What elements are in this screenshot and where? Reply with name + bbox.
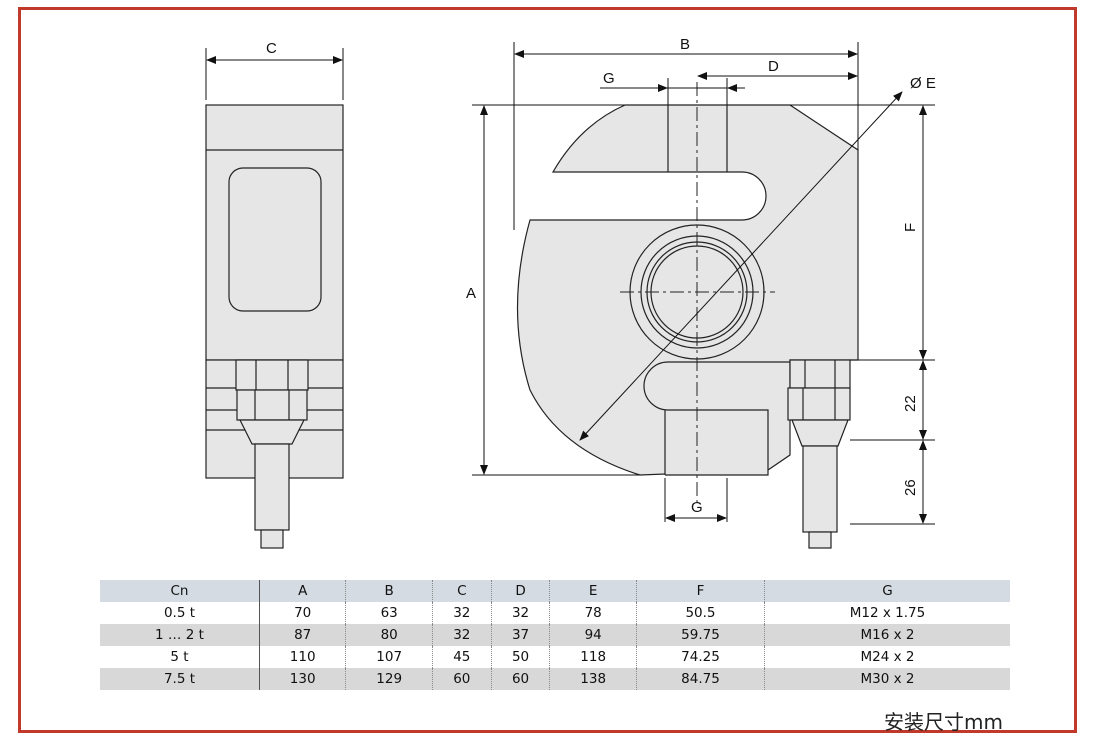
- cell: 129: [345, 668, 433, 690]
- cell: 59.75: [635, 624, 765, 646]
- table-row: 5 t 110 107 45 50 118 74.25 M24 x 2: [100, 646, 1010, 668]
- table-row: 7.5 t 130 129 60 60 138 84.75 M30 x 2: [100, 668, 1010, 690]
- header-f: F: [635, 580, 765, 602]
- front-nut-lower: [787, 387, 851, 421]
- cell: 32: [490, 602, 550, 624]
- front-cable-gland: [791, 419, 849, 447]
- page-frame: [18, 7, 1077, 733]
- table-row: 1 … 2 t 87 80 32 37 94 59.75 M16 x 2: [100, 624, 1010, 646]
- cell: 84.75: [635, 668, 765, 690]
- cell: 110: [258, 646, 346, 668]
- cell: 60: [490, 668, 550, 690]
- header-g: G: [764, 580, 1010, 602]
- cell: M12 x 1.75: [764, 602, 1010, 624]
- cell: 138: [549, 668, 637, 690]
- label-26: 26: [902, 479, 919, 496]
- cell: 7.5 t: [100, 668, 260, 690]
- cell: M24 x 2: [764, 646, 1010, 668]
- side-cable-end: [260, 529, 284, 549]
- table-header-row: Cn A B C D E F G: [100, 580, 1010, 602]
- header-cn: Cn: [100, 580, 260, 602]
- label-c: C: [266, 40, 277, 57]
- label-e: Ø E: [910, 75, 936, 92]
- cell: 118: [549, 646, 637, 668]
- cell: 32: [431, 624, 492, 646]
- cell: M30 x 2: [764, 668, 1010, 690]
- header-c: C: [431, 580, 492, 602]
- table-row: 0.5 t 70 63 32 32 78 50.5 M12 x 1.75: [100, 602, 1010, 624]
- cell: 70: [258, 602, 346, 624]
- cell: 80: [345, 624, 433, 646]
- cell: 130: [258, 668, 346, 690]
- label-b: B: [680, 36, 690, 53]
- front-cable: [802, 445, 838, 533]
- header-d: D: [490, 580, 550, 602]
- cell: 78: [549, 602, 637, 624]
- unit-note: 安装尺寸mm: [884, 710, 1003, 734]
- label-g-top: G: [603, 70, 615, 87]
- cell: 63: [345, 602, 433, 624]
- front-nut-upper: [789, 359, 851, 389]
- header-e: E: [549, 580, 637, 602]
- cell: 1 … 2 t: [100, 624, 260, 646]
- label-22: 22: [902, 395, 919, 412]
- label-d: D: [768, 58, 779, 75]
- cell: 45: [431, 646, 492, 668]
- header-b: B: [345, 580, 433, 602]
- dimension-lines: [472, 42, 935, 525]
- dimensions-table: Cn A B C D E F G 0.5 t 70 63 32 32 78 50…: [100, 580, 1010, 690]
- label-f: F: [902, 223, 919, 232]
- cell: 32: [431, 602, 492, 624]
- front-cable-end: [808, 531, 832, 549]
- cell: 60: [431, 668, 492, 690]
- cell: 50: [490, 646, 550, 668]
- side-nut-lower: [236, 389, 308, 421]
- cell: 5 t: [100, 646, 260, 668]
- cell: 50.5: [635, 602, 765, 624]
- side-cable: [254, 443, 290, 531]
- header-a: A: [258, 580, 346, 602]
- dim-c: [205, 48, 344, 100]
- side-window: [228, 167, 322, 312]
- side-view: [205, 104, 344, 549]
- cell: 0.5 t: [100, 602, 260, 624]
- label-a: A: [466, 285, 476, 302]
- side-nut-upper: [235, 359, 309, 391]
- front-view: [516, 104, 859, 549]
- cell: 107: [345, 646, 433, 668]
- side-cable-gland: [239, 419, 305, 445]
- cell: 94: [549, 624, 637, 646]
- cell: M16 x 2: [764, 624, 1010, 646]
- cell: 87: [258, 624, 346, 646]
- label-g-bottom: G: [691, 499, 703, 516]
- cell: 37: [490, 624, 550, 646]
- cell: 74.25: [635, 646, 765, 668]
